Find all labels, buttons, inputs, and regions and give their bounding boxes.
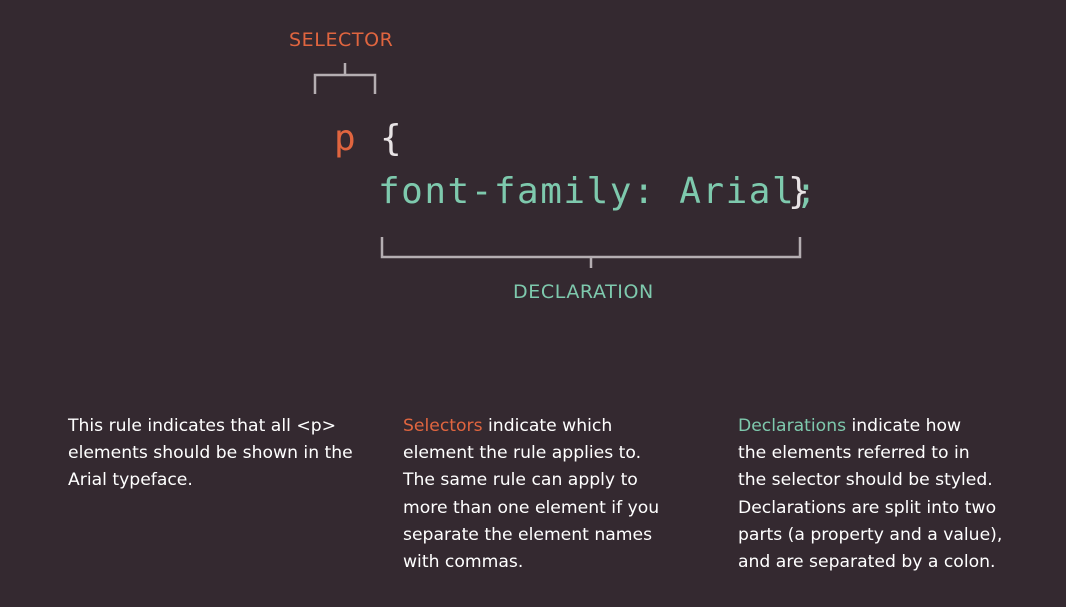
selector-label: SELECTOR	[289, 29, 394, 51]
declaration-label: DECLARATION	[513, 281, 654, 303]
text-line: with commas.	[403, 552, 524, 573]
text-line: elements should be shown in the	[68, 443, 353, 464]
text-line: Declarations are split into two	[738, 497, 997, 518]
text-line: element the rule applies to.	[403, 443, 642, 464]
selector-bracket	[313, 63, 377, 94]
text-line: and are separated by a colon.	[738, 552, 996, 573]
rule-explanation: This rule indicates that all <p> element…	[68, 413, 368, 495]
selectors-term: Selectors	[403, 416, 483, 436]
code-selector: p	[334, 118, 356, 159]
text-line: parts (a property and a value),	[738, 524, 1003, 545]
text-fragment: indicate which	[482, 416, 613, 436]
text-line: The same rule can apply to	[403, 470, 638, 491]
code-close-brace: }	[788, 171, 810, 212]
code-declaration: font-family: Arial;	[378, 171, 819, 212]
declaration-bracket	[380, 237, 802, 268]
code-open-brace: {	[380, 118, 402, 159]
selectors-explanation: Selectors indicate which element the rul…	[403, 413, 703, 576]
declarations-explanation: Declarations indicate how the elements r…	[738, 413, 1058, 576]
text-line: separate the element names	[403, 524, 653, 545]
text-line: This rule indicates that all <p>	[68, 416, 337, 436]
text-fragment: indicate how	[846, 416, 962, 436]
text-line: the selector should be styled.	[738, 470, 993, 491]
text-line: the elements referred to in	[738, 443, 970, 464]
text-line: Arial typeface.	[68, 470, 193, 491]
text-line: Selectors indicate which	[403, 413, 703, 440]
text-line: Declarations indicate how	[738, 413, 1058, 440]
declarations-term: Declarations	[738, 416, 847, 436]
text-line: more than one element if you	[403, 497, 660, 518]
